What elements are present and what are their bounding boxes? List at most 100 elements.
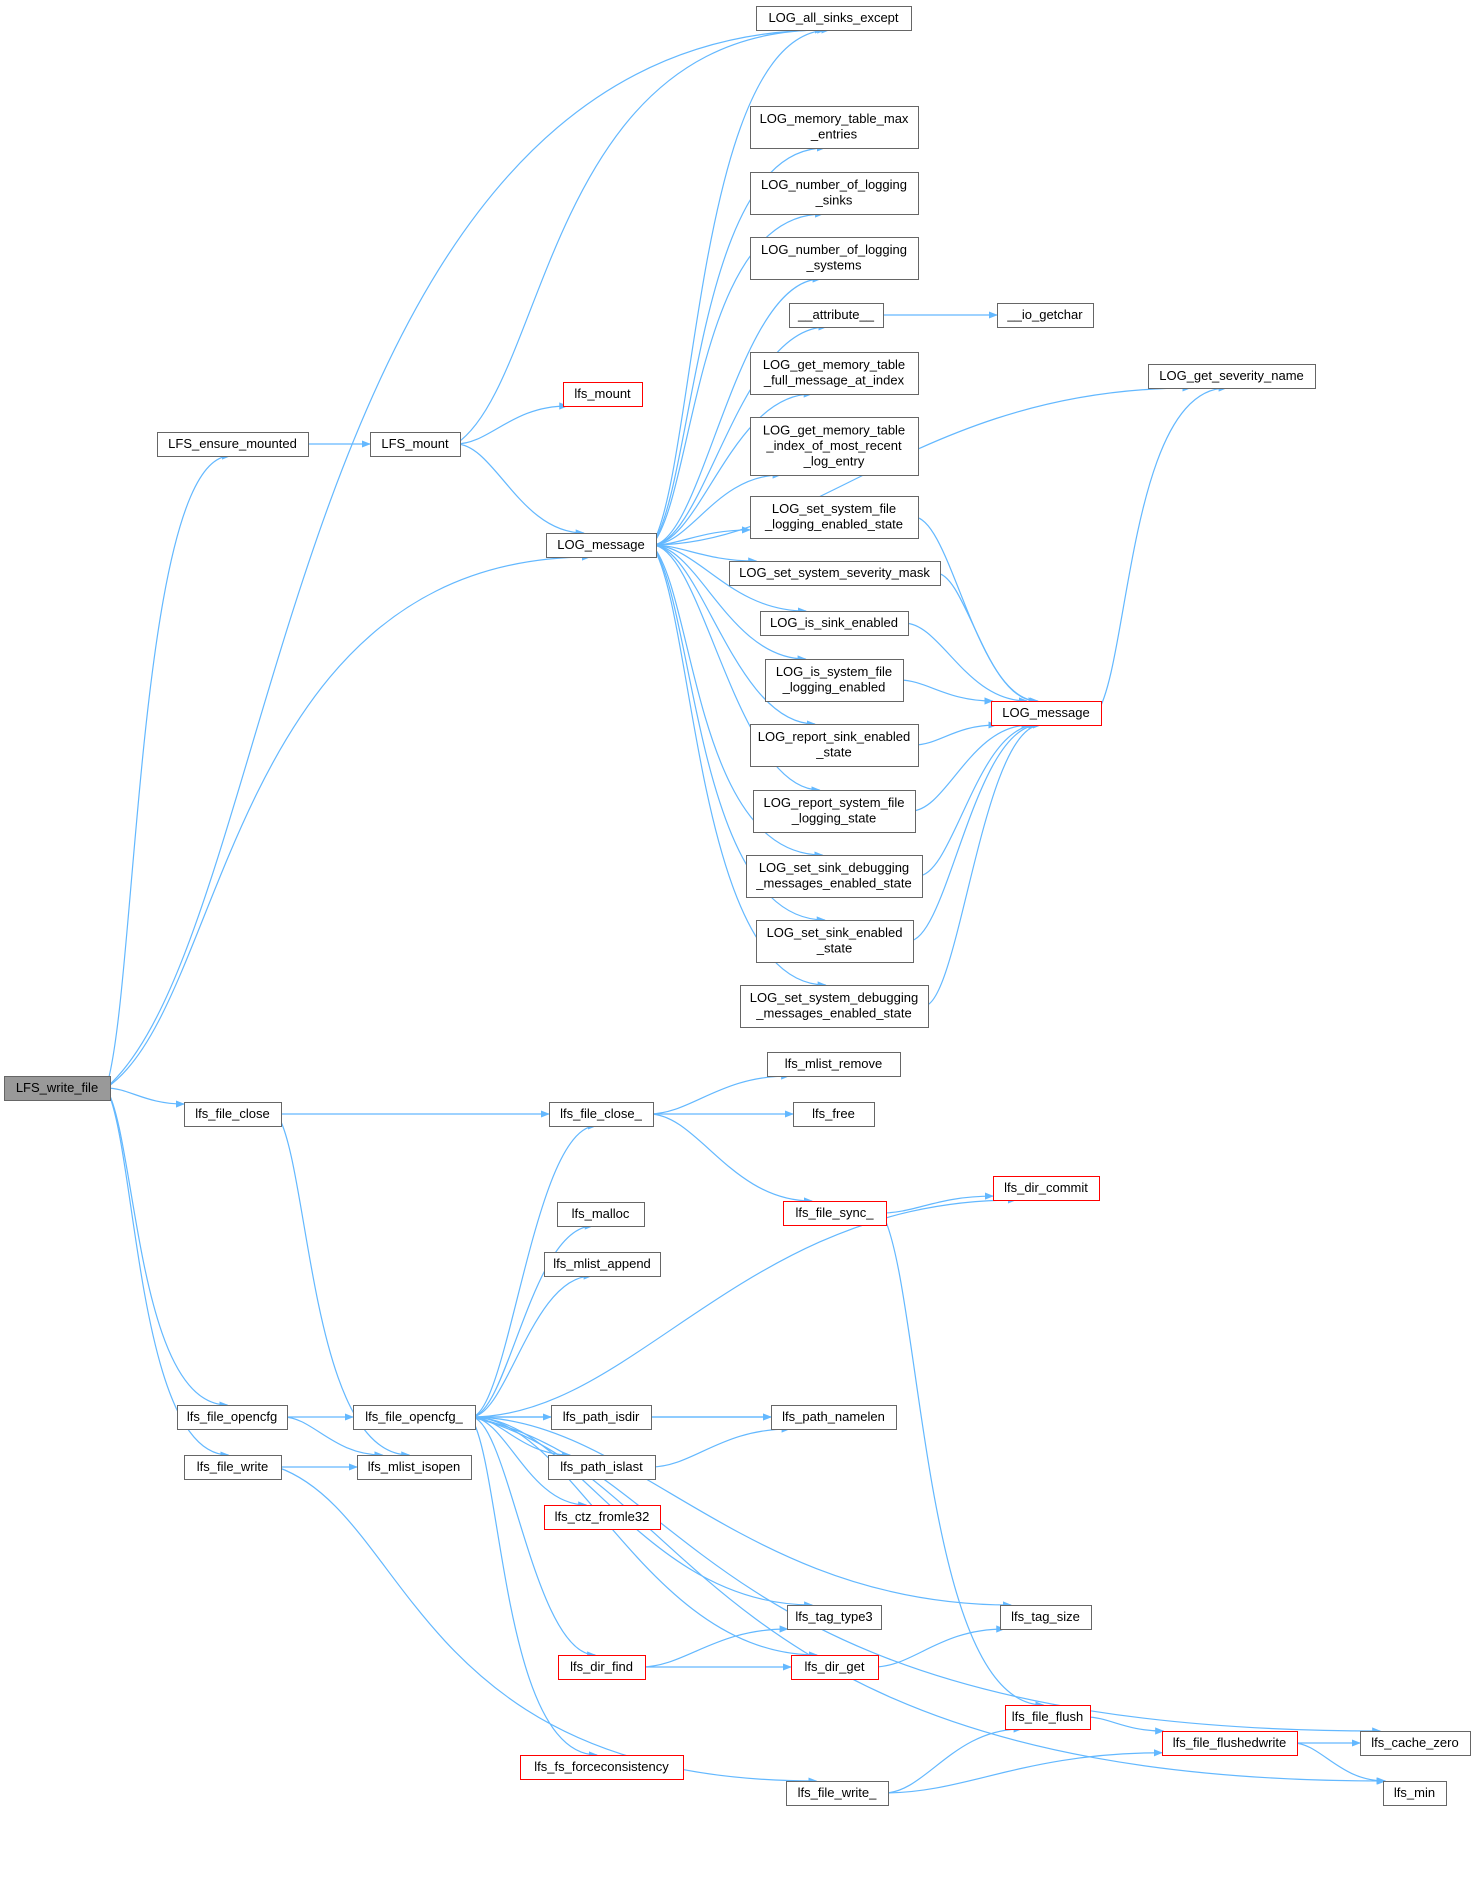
node-LFS_ensure_mounted[interactable]: LFS_ensure_mounted bbox=[157, 432, 309, 457]
edge-LOG_message-to-LOG_set_sink_enabled_state bbox=[651, 544, 826, 924]
edge-LOG_set_system_debugging_messages_enabled_state-to-LOG_message_2 bbox=[923, 721, 1042, 1007]
node-label: LOG_number_of_logging bbox=[761, 242, 907, 257]
node-label: LOG_report_system_file bbox=[764, 795, 905, 810]
node-__io_getchar[interactable]: __io_getchar bbox=[997, 303, 1094, 328]
node-LOG_set_sink_debugging_messages_enabled_state[interactable]: LOG_set_sink_debugging_messages_enabled_… bbox=[746, 855, 923, 898]
node-lfs_path_namelen[interactable]: lfs_path_namelen bbox=[771, 1405, 897, 1430]
edge-lfs_file_opencfg_-to-lfs_tag_size bbox=[470, 1416, 1012, 1609]
node-lfs_file_write_[interactable]: lfs_file_write_ bbox=[786, 1781, 889, 1806]
edge-lfs_file_sync_-to-lfs_file_flush bbox=[881, 1212, 1045, 1709]
node-box bbox=[549, 1102, 654, 1127]
node-lfs_file_opencfg[interactable]: lfs_file_opencfg bbox=[177, 1405, 288, 1430]
node-label: lfs_path_islast bbox=[560, 1459, 643, 1474]
node-lfs_free[interactable]: lfs_free bbox=[793, 1102, 875, 1127]
node-lfs_file_opencfg_[interactable]: lfs_file_opencfg_ bbox=[353, 1405, 476, 1430]
node-lfs_file_write[interactable]: lfs_file_write bbox=[184, 1455, 282, 1480]
node-lfs_mount[interactable]: lfs_mount bbox=[563, 382, 643, 407]
node-box bbox=[783, 1201, 887, 1226]
node-LOG_is_system_file_logging_enabled[interactable]: LOG_is_system_file_logging_enabled bbox=[765, 659, 904, 702]
node-label: _index_of_most_recent bbox=[765, 438, 902, 453]
node-lfs_tag_size[interactable]: lfs_tag_size bbox=[1000, 1605, 1092, 1630]
node-LOG_number_of_logging_systems[interactable]: LOG_number_of_logging_systems bbox=[750, 237, 919, 280]
node-lfs_file_close[interactable]: lfs_file_close bbox=[184, 1102, 282, 1127]
edge-LOG_message-to-LOG_get_severity_name bbox=[651, 384, 1192, 546]
node-box bbox=[750, 237, 919, 280]
node-label: lfs_mlist_remove bbox=[785, 1056, 883, 1071]
edge-LOG_message-to-LOG_report_system_file_logging_state bbox=[651, 544, 821, 794]
node-LFS_mount[interactable]: LFS_mount bbox=[370, 432, 461, 457]
node-lfs_path_isdir[interactable]: lfs_path_isdir bbox=[551, 1405, 652, 1430]
node-label: lfs_file_opencfg_ bbox=[365, 1409, 463, 1424]
node-lfs_tag_type3[interactable]: lfs_tag_type3 bbox=[787, 1605, 882, 1630]
node-box bbox=[729, 561, 941, 586]
node-lfs_cache_zero[interactable]: lfs_cache_zero bbox=[1360, 1731, 1471, 1756]
node-box bbox=[746, 855, 923, 898]
node-LOG_get_memory_table_index_of_most_recent_log_entry[interactable]: LOG_get_memory_table_index_of_most_recen… bbox=[750, 417, 919, 476]
node-LOG_message[interactable]: LOG_message bbox=[546, 533, 657, 558]
node-LOG_number_of_logging_sinks[interactable]: LOG_number_of_logging_sinks bbox=[750, 172, 919, 215]
node-lfs_mlist_append[interactable]: lfs_mlist_append bbox=[544, 1252, 661, 1277]
node-lfs_fs_forceconsistency[interactable]: lfs_fs_forceconsistency bbox=[520, 1755, 684, 1780]
node-box bbox=[789, 303, 884, 328]
node-LOG_set_system_severity_mask[interactable]: LOG_set_system_severity_mask bbox=[729, 561, 941, 586]
node-lfs_dir_find[interactable]: lfs_dir_find bbox=[558, 1655, 646, 1680]
node-lfs_file_flush[interactable]: lfs_file_flush bbox=[1005, 1705, 1091, 1730]
node-label: _log_entry bbox=[803, 453, 865, 468]
edge-lfs_dir_find-to-lfs_tag_type3 bbox=[640, 1625, 789, 1668]
node-box bbox=[4, 1076, 111, 1101]
node-box bbox=[997, 303, 1094, 328]
node-LOG_set_system_debugging_messages_enabled_state[interactable]: LOG_set_system_debugging_messages_enable… bbox=[740, 985, 929, 1028]
node-__attribute__[interactable]: __attribute__ bbox=[789, 303, 884, 328]
edge-lfs_file_close_-to-lfs_file_sync_ bbox=[648, 1113, 813, 1205]
node-box bbox=[771, 1405, 897, 1430]
node-label: _sinks bbox=[815, 193, 853, 208]
node-box bbox=[184, 1102, 282, 1127]
edge-LOG_set_system_severity_mask-to-LOG_message_2 bbox=[935, 572, 1038, 705]
node-LOG_is_sink_enabled[interactable]: LOG_is_sink_enabled bbox=[760, 611, 909, 636]
edge-lfs_file_opencfg_-to-lfs_mlist_append bbox=[470, 1272, 593, 1418]
node-label: lfs_dir_find bbox=[570, 1659, 633, 1674]
edge-lfs_file_opencfg_-to-lfs_dir_find bbox=[470, 1416, 597, 1659]
edge-lfs_file_flush-to-lfs_file_flushedwrite bbox=[1085, 1716, 1165, 1735]
node-LOG_message_2[interactable]: LOG_message bbox=[991, 701, 1102, 726]
node-box bbox=[750, 352, 919, 395]
node-lfs_dir_commit[interactable]: lfs_dir_commit bbox=[993, 1176, 1100, 1201]
node-label: lfs_mlist_append bbox=[553, 1256, 651, 1271]
node-lfs_mlist_remove[interactable]: lfs_mlist_remove bbox=[767, 1052, 901, 1077]
node-lfs_file_flushedwrite[interactable]: lfs_file_flushedwrite bbox=[1162, 1731, 1298, 1756]
node-LOG_all_sinks_except[interactable]: LOG_all_sinks_except bbox=[756, 6, 912, 31]
node-lfs_file_close_[interactable]: lfs_file_close_ bbox=[549, 1102, 654, 1127]
node-LOG_report_sink_enabled_state[interactable]: LOG_report_sink_enabled_state bbox=[750, 724, 919, 767]
node-lfs_malloc[interactable]: lfs_malloc bbox=[557, 1202, 645, 1227]
node-lfs_dir_get[interactable]: lfs_dir_get bbox=[791, 1655, 879, 1680]
node-label: _logging_state bbox=[791, 811, 877, 826]
edge-lfs_dir_get-to-lfs_tag_size bbox=[873, 1625, 1006, 1668]
node-label: __io_getchar bbox=[1006, 307, 1083, 322]
node-label: LOG_is_sink_enabled bbox=[770, 615, 898, 630]
edge-LOG_set_sink_enabled_state-to-LOG_message_2 bbox=[908, 721, 1040, 942]
node-LOG_get_severity_name[interactable]: LOG_get_severity_name bbox=[1148, 364, 1316, 389]
edge-lfs_file_opencfg_-to-lfs_dir_get bbox=[470, 1416, 818, 1659]
node-box bbox=[357, 1455, 472, 1480]
node-box bbox=[791, 1655, 879, 1680]
node-box bbox=[177, 1405, 288, 1430]
edge-lfs_file_opencfg_-to-lfs_fs_forceconsistency bbox=[470, 1416, 598, 1759]
node-box bbox=[991, 701, 1102, 726]
edge-LOG_message_2-to-LOG_get_severity_name bbox=[1096, 384, 1228, 714]
node-LOG_get_memory_table_full_message_at_index[interactable]: LOG_get_memory_table_full_message_at_ind… bbox=[750, 352, 919, 395]
node-LOG_set_sink_enabled_state[interactable]: LOG_set_sink_enabled_state bbox=[756, 920, 914, 963]
node-lfs_file_sync_[interactable]: lfs_file_sync_ bbox=[783, 1201, 887, 1226]
node-lfs_path_islast[interactable]: lfs_path_islast bbox=[548, 1455, 656, 1480]
edge-LOG_set_sink_debugging_messages_enabled_state-to-LOG_message_2 bbox=[917, 721, 1038, 877]
node-box bbox=[750, 417, 919, 476]
edge-LOG_message-to-LOG_set_system_debugging_messages_enabled_state bbox=[651, 544, 827, 989]
node-lfs_ctz_fromle32[interactable]: lfs_ctz_fromle32 bbox=[544, 1505, 661, 1530]
node-LOG_report_system_file_logging_state[interactable]: LOG_report_system_file_logging_state bbox=[753, 790, 916, 833]
node-lfs_mlist_isopen[interactable]: lfs_mlist_isopen bbox=[357, 1455, 472, 1480]
node-label: lfs_ctz_fromle32 bbox=[555, 1509, 650, 1524]
node-lfs_min[interactable]: lfs_min bbox=[1383, 1781, 1447, 1806]
node-LOG_memory_table_max_entries[interactable]: LOG_memory_table_max_entries bbox=[750, 106, 919, 149]
node-LOG_set_system_file_logging_enabled_state[interactable]: LOG_set_system_file_logging_enabled_stat… bbox=[750, 496, 919, 539]
node-label: LOG_is_system_file bbox=[776, 664, 892, 679]
node-LFS_write_file[interactable]: LFS_write_file bbox=[4, 1076, 111, 1101]
